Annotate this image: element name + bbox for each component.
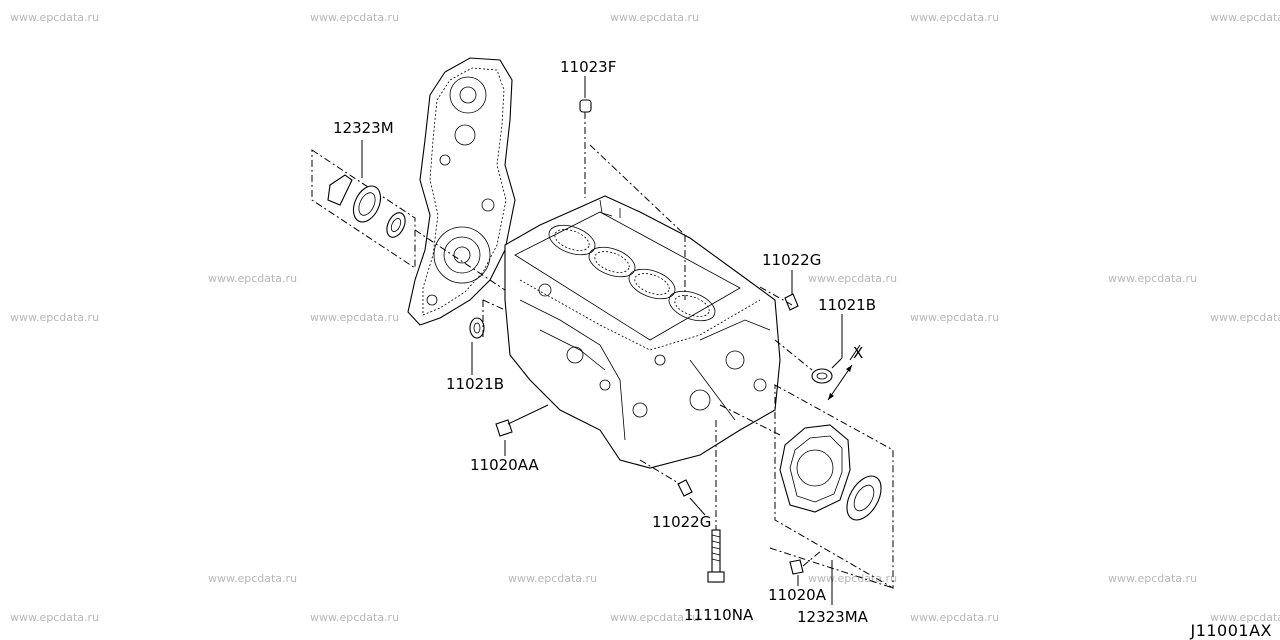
plug-11023F-part <box>579 99 592 198</box>
bolt-11020A-part <box>789 549 823 575</box>
watermark: www.epcdata.ru <box>1210 311 1280 324</box>
dowel-pin-bottom-part <box>677 479 693 497</box>
watermark: www.epcdata.ru <box>208 272 298 285</box>
label-11022G-bottom: 11022G <box>652 513 711 531</box>
watermark: www.epcdata.ru <box>310 611 400 624</box>
ring-11021B-right-part <box>811 368 833 384</box>
watermark: www.epcdata.ru <box>1108 572 1198 585</box>
front-oil-seal-part <box>311 140 416 269</box>
label-11020A: 11020A <box>768 586 827 604</box>
watermark: www.epcdata.ru <box>10 311 100 324</box>
front-cover-part <box>407 57 516 326</box>
rear-oil-seal-part <box>774 384 894 589</box>
watermark: www.epcdata.ru <box>910 611 1000 624</box>
label-x-direction: X <box>853 344 863 362</box>
label-11110NA: 11110NA <box>684 606 754 624</box>
watermark: www.epcdata.ru <box>910 11 1000 24</box>
label-12323M: 12323M <box>333 119 394 137</box>
label-11022G-top: 11022G <box>762 251 821 269</box>
label-12323MA: 12323MA <box>797 608 869 626</box>
watermark: www.epcdata.ru <box>10 611 100 624</box>
watermark: www.epcdata.ru <box>1210 611 1280 624</box>
watermark: www.epcdata.ru <box>808 272 898 285</box>
dowel-pin-top-part <box>784 293 799 311</box>
label-11023F: 11023F <box>560 58 616 76</box>
watermark: www.epcdata.ru <box>310 11 400 24</box>
cylinder-block-part <box>504 195 781 469</box>
bolt-11110NA-part <box>707 420 725 583</box>
watermark: www.epcdata.ru <box>610 611 700 624</box>
label-11021B-left: 11021B <box>446 375 504 393</box>
watermark: www.epcdata.ru <box>1108 272 1198 285</box>
watermark: www.epcdata.ru <box>1210 11 1280 24</box>
watermark: www.epcdata.ru <box>310 311 400 324</box>
watermark: www.epcdata.ru <box>910 311 1000 324</box>
label-11021B-right: 11021B <box>818 296 876 314</box>
watermark: www.epcdata.ru <box>508 572 598 585</box>
bolt-11020AA-part <box>495 404 549 437</box>
ring-11021B-left-part <box>469 317 485 339</box>
watermark: www.epcdata.ru <box>10 11 100 24</box>
watermark: www.epcdata.ru <box>208 572 298 585</box>
watermark: www.epcdata.ru <box>610 11 700 24</box>
label-11020AA: 11020AA <box>470 456 539 474</box>
diagram-code: J11001AX <box>1190 621 1272 640</box>
leader-lines <box>361 76 894 605</box>
